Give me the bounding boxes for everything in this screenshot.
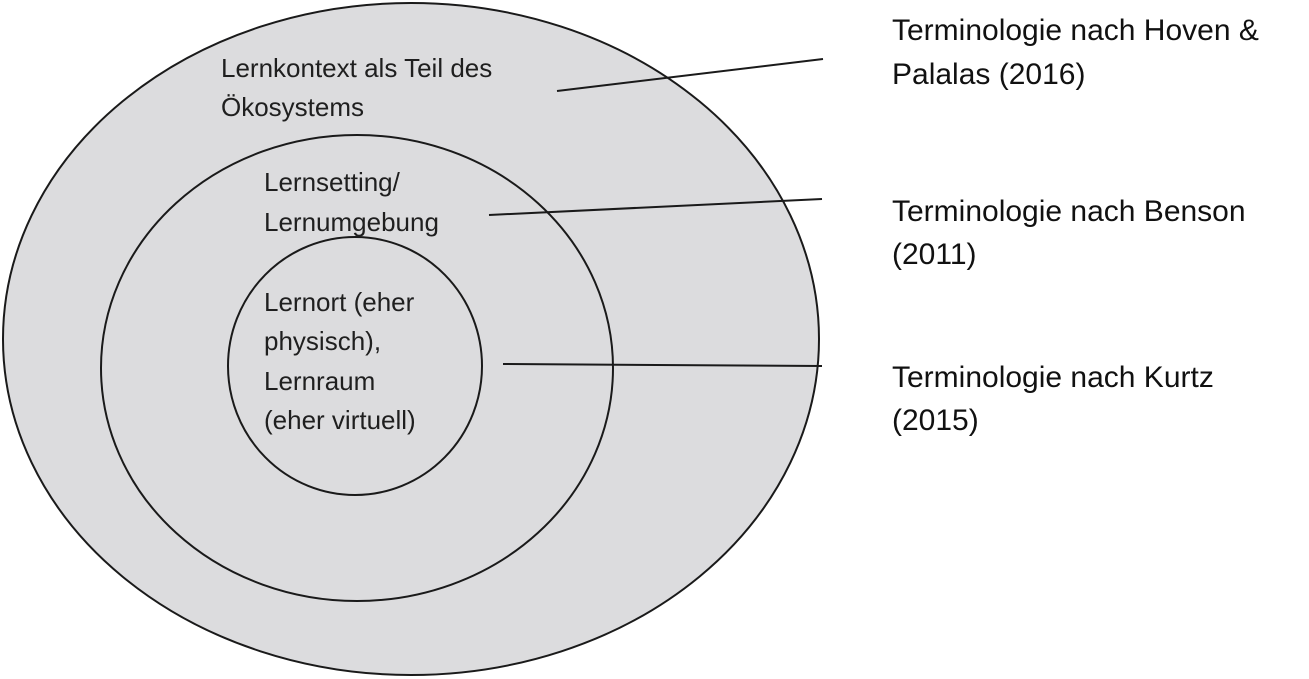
terminology-hoven-palalas-line-1: Terminologie nach Hoven & <box>892 14 1259 47</box>
terminology-kurtz: Terminologie nach Kurtz (2015) <box>892 361 1222 437</box>
inner-ring-label-line-3: Lernraum <box>264 366 375 396</box>
inner-ring-label: Lernort (eher physisch), Lernraum (eher … <box>264 287 422 435</box>
middle-ring-label-line-2: Lernumgebung <box>264 207 439 237</box>
terminology-benson-line-1: Terminologie nach Benson <box>892 195 1246 228</box>
connector-middle-line <box>488 198 823 216</box>
terminology-kurtz-line-1: Terminologie nach Kurtz <box>892 361 1214 394</box>
middle-ring-label-line-1: Lernsetting/ <box>264 167 401 197</box>
connector-inner-line <box>502 363 823 367</box>
terminology-hoven-palalas-line-2: Palalas (2016) <box>892 58 1085 91</box>
outer-ring-label-line-1: Lernkontext als Teil des <box>221 53 492 83</box>
terminology-benson-line-2: (2011) <box>892 238 977 271</box>
terminology-hoven-palalas: Terminologie nach Hoven & Palalas (2016) <box>892 14 1267 91</box>
inner-ring-label-line-4: (eher virtuell) <box>264 405 416 435</box>
inner-ring <box>227 236 483 496</box>
terminology-benson: Terminologie nach Benson (2011) <box>892 195 1254 271</box>
connector-outer-line <box>556 58 824 92</box>
outer-ring-label: Lernkontext als Teil des Ökosystems <box>221 53 499 122</box>
outer-ring-label-line-2: Ökosystems <box>221 92 364 122</box>
middle-ring-label: Lernsetting/ Lernumgebung <box>264 167 439 237</box>
terminology-kurtz-line-2: (2015) <box>892 404 979 437</box>
inner-ring-group <box>227 236 483 496</box>
inner-ring-label-line-1: Lernort (eher <box>264 287 415 317</box>
inner-ring-label-line-2: physisch), <box>264 326 381 356</box>
